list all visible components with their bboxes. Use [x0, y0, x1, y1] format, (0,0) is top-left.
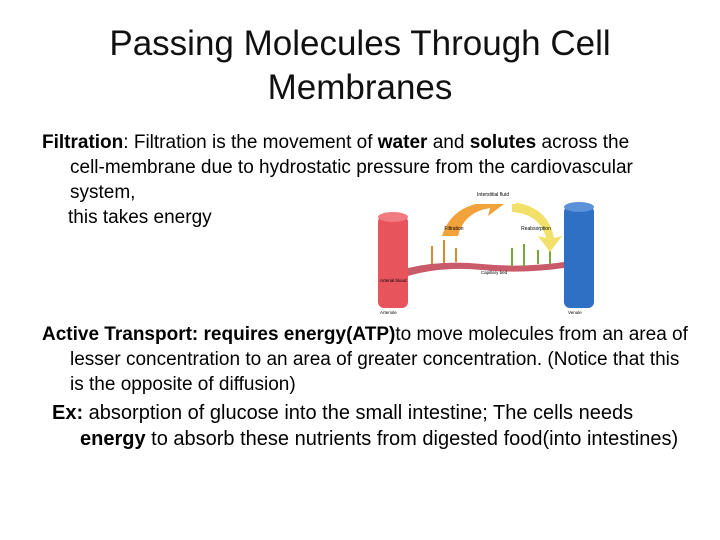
filtration-arrow [442, 194, 504, 236]
filtration-separator: : [123, 132, 134, 153]
figure-bottom-right-label: Venule [568, 310, 582, 315]
filtration-text-3: across the cell-membrane due to hydrosta… [70, 132, 633, 203]
example-text-2: to absorb these nutrients from digested … [145, 428, 679, 450]
filtration-diagram: Interstitial fluid Filtration Reabsorpti… [372, 188, 600, 318]
figure-center-label: Capillary bed [481, 270, 508, 275]
filtration-solutes: solutes [469, 132, 537, 153]
active-transport-lead: Active Transport: requires energy(ATP) [42, 324, 396, 345]
figure-right-arrow-label: Reabsorption [521, 226, 551, 232]
figure-left-arrow-label: Filtration [444, 226, 463, 232]
filtration-flow-arrows [431, 240, 457, 264]
arteriole-opening [378, 212, 408, 222]
figure-left-vessel-label: Arterial blood [380, 278, 407, 283]
venule-opening [564, 202, 594, 212]
filtration-paragraph: Filtration: Filtration is the movement o… [42, 130, 642, 230]
figure-bottom-left-label: Arteriole [380, 310, 397, 315]
filtration-definition: Filtration: Filtration is the movement o… [42, 130, 642, 205]
example-label: Ex: [52, 402, 84, 424]
active-transport-text: to move molecules from an area of lesser… [70, 324, 688, 395]
filtration-water: water [377, 132, 428, 153]
example-paragraph: Ex: absorption of glucose into the small… [52, 400, 690, 452]
active-transport-paragraph: Active Transport: requires energy(ATP)to… [42, 322, 690, 397]
filtration-energy-note: this takes energy [68, 207, 212, 228]
example-energy: energy [80, 428, 146, 450]
venule-vessel [564, 206, 594, 308]
slide-title: Passing Molecules Through Cell Membranes [109, 24, 611, 107]
filtration-text-2: and [427, 132, 470, 153]
arteriole-vessel [378, 216, 408, 308]
example-text-1: absorption of glucose into the small int… [83, 402, 634, 424]
figure-top-label: Interstitial fluid [477, 192, 509, 198]
filtration-term: Filtration [42, 132, 124, 153]
reabsorption-arrow [512, 202, 562, 252]
filtration-text-1: Filtration is the movement of [133, 132, 378, 153]
